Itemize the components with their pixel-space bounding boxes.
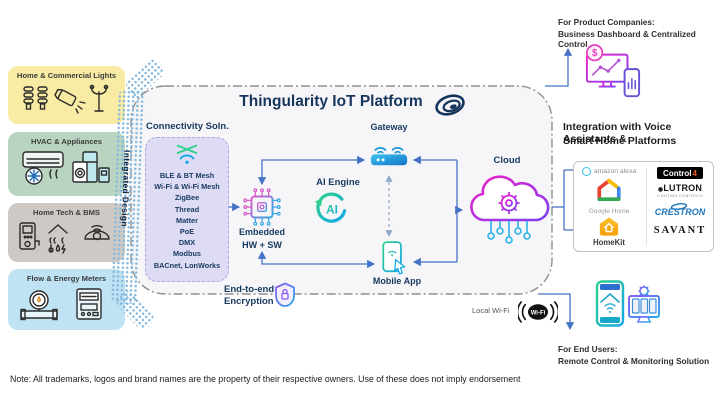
category-label: Flow & Energy Meters bbox=[26, 274, 107, 283]
protocol-thread: Thread bbox=[174, 204, 200, 214]
gateway-label: Gateway bbox=[370, 122, 408, 132]
connector-to-product-companies bbox=[545, 47, 573, 87]
business-dashboard-icon: $ bbox=[585, 44, 641, 98]
thingularity-logo-icon bbox=[435, 94, 465, 116]
monitoring-dashboard-icon bbox=[628, 285, 660, 326]
embedded-chip-icon bbox=[243, 188, 281, 226]
hvac-icon-set bbox=[21, 151, 110, 185]
remote-control-phone-icon bbox=[595, 280, 625, 327]
mobile-app-label: Mobile App bbox=[372, 276, 422, 286]
connectivity-heading: Connectivity Soln. bbox=[146, 121, 229, 132]
cfl-bulb-icon-2 bbox=[36, 86, 48, 110]
embedded-label-line2: HW + SW bbox=[242, 240, 282, 250]
encryption-shield-icon bbox=[275, 282, 295, 307]
control4-digit: 4 bbox=[692, 168, 697, 178]
control4-text: Control bbox=[663, 168, 692, 178]
lights-icons bbox=[8, 84, 125, 116]
lutron-subtext: LIGHTING CONTROLS bbox=[656, 194, 704, 198]
category-label: HVAC & Appliances bbox=[31, 137, 102, 146]
hvac-icons bbox=[8, 150, 125, 188]
svg-text:AI: AI bbox=[326, 204, 338, 217]
integration-heading-line1: Integration with Voice Assistants & bbox=[563, 121, 672, 145]
home-sensors-icon bbox=[47, 224, 68, 254]
crestron-logo: CRESTRON bbox=[654, 207, 706, 217]
crestron-swirl-icon bbox=[670, 203, 688, 210]
lutron-text: LUTRON bbox=[663, 183, 703, 193]
homekit-icon bbox=[599, 217, 619, 236]
embedded-label-line1: Embedded bbox=[238, 227, 285, 237]
google-home-label: Google Home bbox=[588, 208, 630, 215]
category-hvac-appliances: HVAC & Appliances bbox=[8, 132, 125, 196]
google-home-icon bbox=[597, 178, 621, 202]
trademark-note: Note: All trademarks, logos and brand na… bbox=[10, 374, 521, 384]
connector-chip-mobile bbox=[257, 250, 376, 269]
flow-meter-icon bbox=[19, 290, 58, 321]
alexa-ring-icon bbox=[581, 167, 591, 176]
end-users-line1: For End Users: bbox=[558, 344, 618, 354]
local-wifi-badge-text: Wi-Fi bbox=[531, 311, 546, 317]
protocol-dmx: DMX bbox=[178, 238, 196, 248]
protocol-bacnet: BACnet, LonWorks bbox=[153, 260, 221, 270]
lutron-mark-icon: ◉ bbox=[657, 187, 664, 193]
encryption-label-line1: End-to-end bbox=[224, 284, 275, 295]
appliances-icon bbox=[71, 151, 110, 183]
protocol-modbus: Modbus bbox=[173, 249, 201, 259]
local-wifi-icon: Wi-Fi bbox=[518, 301, 558, 323]
ai-engine-icon: AI bbox=[314, 192, 347, 223]
category-home-tech-bms: Home Tech & BMS bbox=[8, 203, 125, 262]
brands-divider bbox=[646, 168, 647, 245]
local-wifi-label: Local Wi-Fi bbox=[472, 306, 510, 315]
integration-heading-line2: Smart Home Platforms bbox=[563, 135, 677, 147]
category-home-commercial-lights: Home & Commercial Lights bbox=[8, 66, 125, 124]
protocol-zigbee: ZigBee bbox=[174, 193, 200, 203]
cloud-gear-icon bbox=[470, 175, 550, 244]
savant-logo: SAVANT bbox=[653, 225, 707, 236]
lights-icon-set bbox=[22, 84, 108, 114]
encryption-label-line2: Encryption bbox=[224, 296, 274, 307]
cfl-bulb-icon bbox=[22, 86, 34, 110]
meters-icons bbox=[8, 287, 125, 323]
protocol-wifi: Wi-Fi & Wi-Fi Mesh bbox=[154, 182, 220, 192]
connector-to-end-users bbox=[538, 293, 575, 331]
end-users-line2: Remote Control & Monitoring Solution bbox=[558, 356, 710, 366]
protocol-matter: Matter bbox=[176, 215, 198, 225]
category-label: Home & Commercial Lights bbox=[16, 71, 117, 80]
gateway-router-icon bbox=[370, 147, 408, 166]
mobile-app-icon bbox=[382, 241, 406, 275]
product-companies-line1: For Product Companies: bbox=[558, 17, 655, 27]
energy-meter-icon bbox=[75, 288, 102, 320]
svg-text:$: $ bbox=[592, 48, 598, 59]
smart-home-brands-box: amazon alexa Google Home HomeKit Control… bbox=[573, 161, 714, 252]
security-camera-icon bbox=[83, 225, 110, 241]
homekit-label: HomeKit bbox=[592, 238, 626, 247]
protocol-poe: PoE bbox=[179, 227, 195, 237]
category-flow-energy-meters: Flow & Energy Meters bbox=[8, 269, 125, 330]
bms-icons bbox=[8, 221, 125, 257]
garden-lamp-icon bbox=[89, 84, 108, 112]
meters-icon-set bbox=[19, 288, 102, 321]
smart-lock-icon bbox=[18, 222, 40, 250]
bms-icon-set bbox=[18, 222, 110, 254]
category-label: Home Tech & BMS bbox=[33, 208, 100, 217]
alexa-label: amazon alexa bbox=[593, 168, 637, 175]
lutron-logo: ◉LUTRON bbox=[651, 183, 709, 193]
connectivity-box: BLE & BT Mesh Wi-Fi & Wi-Fi Mesh ZigBee … bbox=[145, 137, 229, 282]
protocol-ble: BLE & BT Mesh bbox=[159, 171, 215, 180]
platform-title: Thingularity IoT Platform bbox=[239, 93, 423, 110]
amazon-alexa-logo: amazon alexa bbox=[574, 167, 644, 176]
ai-engine-label: AI Engine bbox=[316, 177, 360, 188]
cloud-label: Cloud bbox=[493, 155, 521, 166]
product-companies-line2: Business Dashboard & Centralized Control bbox=[558, 29, 696, 49]
spotlight-icon bbox=[53, 89, 76, 107]
air-conditioner-icon bbox=[21, 151, 64, 185]
wifi-mesh-icon bbox=[176, 144, 198, 164]
spotlight-rays bbox=[74, 101, 86, 114]
connector-chip-gateway bbox=[257, 155, 366, 186]
